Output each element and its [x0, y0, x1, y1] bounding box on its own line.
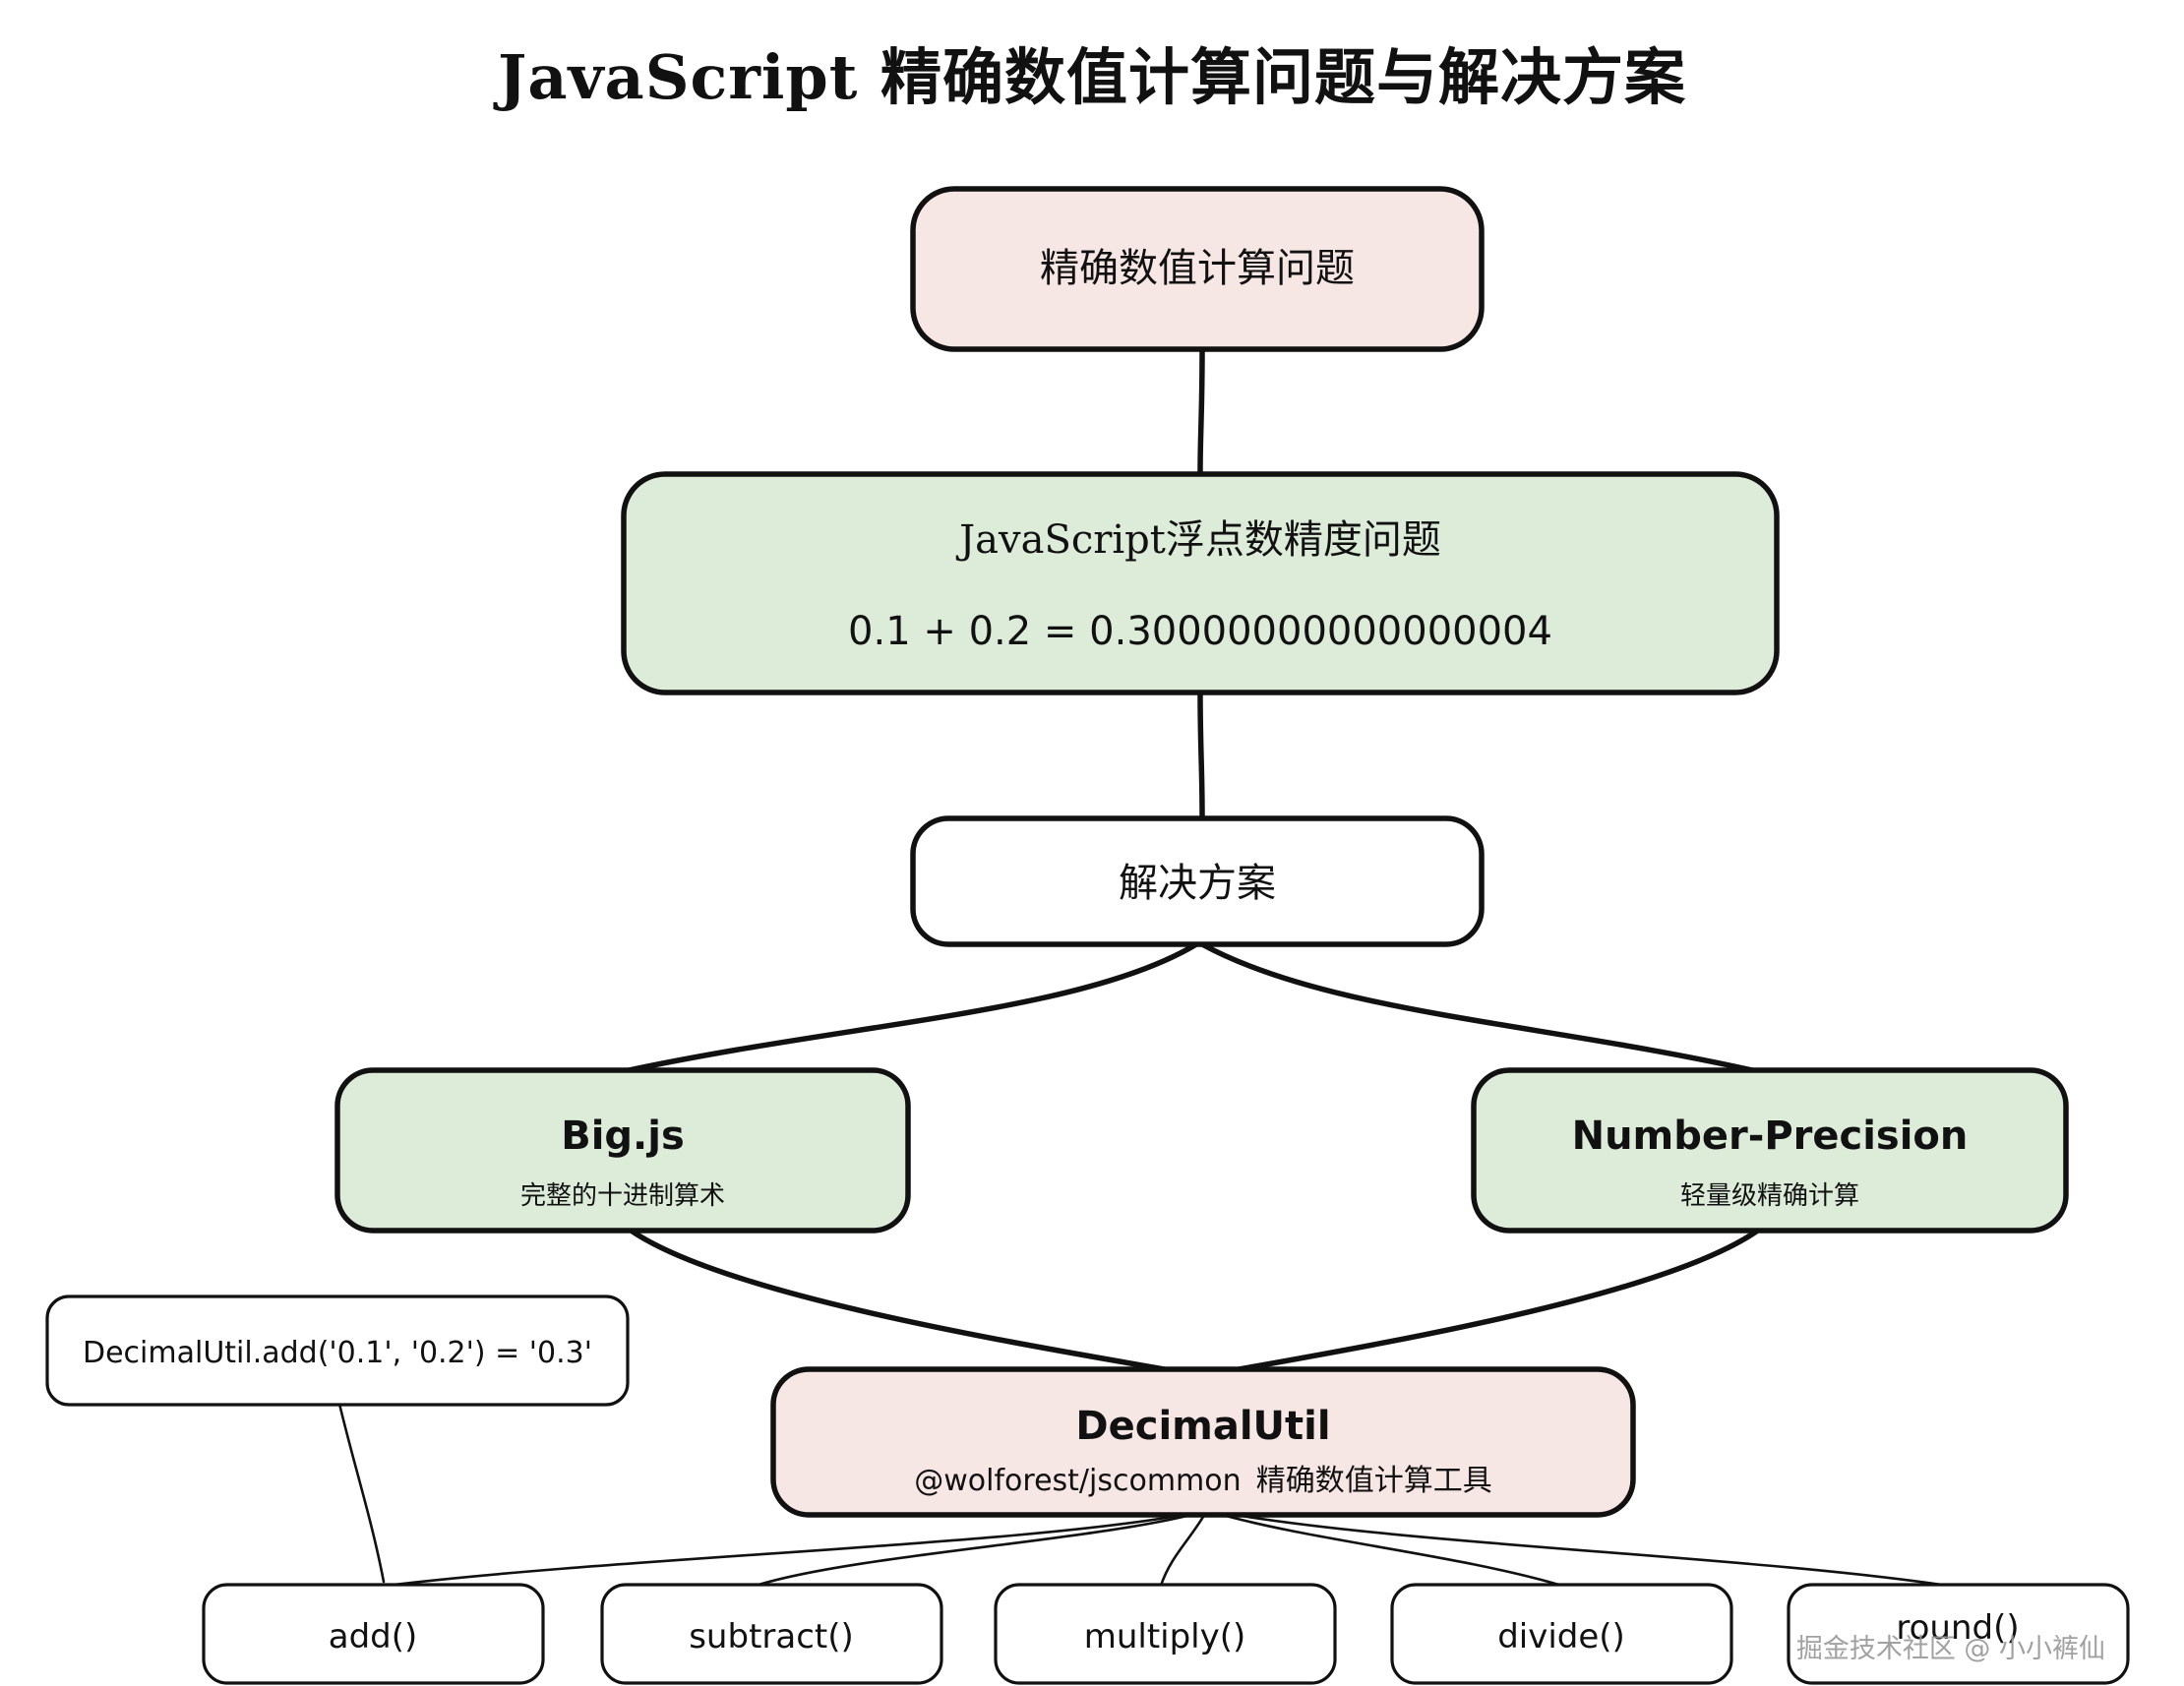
method-box-divide[interactable]: divide() [1390, 1583, 1733, 1685]
node-decimal-util-sublabel: @wolforest/jscommon 精确数值计算工具 [914, 1464, 1492, 1498]
node-number-precision[interactable]: Number-Precision 轻量级精确计算 [1471, 1067, 2069, 1234]
method-label-add: add() [329, 1617, 418, 1656]
edge-decimalutil-to-multiply [1159, 1510, 1208, 1588]
edge-solution-to-bigjs [617, 941, 1199, 1075]
method-box-subtract-rect [600, 1583, 943, 1685]
node-problem[interactable]: 精确数值计算问题 [910, 186, 1485, 352]
node-float-issue-label: JavaScript浮点数精度问题 [955, 517, 1441, 563]
node-decimal-util-sublabel-cn: 精确数值计算工具 [1256, 1464, 1492, 1498]
node-number-precision-sublabel: 轻量级精确计算 [1680, 1181, 1859, 1211]
node-decimal-util-label: DecimalUtil [1075, 1404, 1330, 1449]
method-box-round[interactable]: round() [1787, 1583, 2130, 1685]
edge-solution-to-numberprecision [1199, 941, 1764, 1075]
node-bigjs-sublabel: 完整的十进制算术 [520, 1181, 725, 1211]
method-box-multiply[interactable]: multiply() [994, 1583, 1337, 1685]
method-box-round-rect [1787, 1583, 2130, 1685]
edge-decimalutil-to-round [1216, 1510, 1950, 1588]
page-title: JavaScript 精确数值计算问题与解决方案 [493, 41, 1686, 113]
node-number-precision-box [1471, 1067, 2069, 1234]
node-float-issue[interactable]: JavaScript浮点数精度问题 0.1 + 0.2 = 0.30000000… [621, 471, 1780, 695]
node-solution-box [910, 815, 1485, 947]
edge-float-to-solution [1197, 691, 1205, 819]
node-number-precision-label: Number-Precision [1572, 1114, 1969, 1159]
method-label-divide: divide() [1497, 1617, 1625, 1656]
node-decimal-util-sublabel-en: @wolforest/jscommon [914, 1464, 1241, 1498]
node-solution-label: 解决方案 [1119, 861, 1276, 906]
method-box-add-rect [202, 1583, 545, 1685]
node-example-note[interactable]: DecimalUtil.add('0.1', '0.2') = '0.3' [45, 1295, 630, 1407]
watermark-text: 掘金技术社区 @ 小小裤仙 [1796, 1634, 2105, 1664]
method-box-multiply-rect [994, 1583, 1337, 1685]
edge-decimalutil-to-divide [1210, 1510, 1564, 1588]
method-box-add[interactable]: add() [202, 1583, 545, 1685]
node-bigjs-label: Big.js [561, 1114, 685, 1159]
node-bigjs-box [334, 1067, 911, 1234]
method-box-subtract[interactable]: subtract() [600, 1583, 943, 1685]
node-example-note-box [45, 1295, 630, 1407]
edge-decimalutil-to-add [384, 1510, 1200, 1588]
node-problem-label: 精确数值计算问题 [1040, 246, 1355, 291]
node-float-issue-equation: 0.1 + 0.2 = 0.30000000000000004 [848, 609, 1552, 654]
edge-problem-to-float [1197, 346, 1205, 475]
node-problem-box [910, 186, 1485, 352]
method-label-subtract: subtract() [689, 1617, 854, 1656]
method-label-round: round() [1896, 1608, 2019, 1648]
node-decimal-util[interactable]: DecimalUtil @wolforest/jscommon 精确数值计算工具 [770, 1366, 1636, 1518]
node-solution[interactable]: 解决方案 [910, 815, 1485, 947]
node-bigjs[interactable]: Big.js 完整的十进制算术 [334, 1067, 911, 1234]
edge-numberprecision-to-decimalutil [1203, 1227, 1762, 1378]
method-label-multiply: multiply() [1084, 1617, 1246, 1656]
edge-decimalutil-to-subtract [754, 1510, 1204, 1588]
method-box-divide-rect [1390, 1583, 1733, 1685]
node-float-issue-box [621, 471, 1780, 695]
edge-note-to-add [337, 1402, 386, 1584]
edge-bigjs-to-decimalutil [627, 1227, 1201, 1378]
node-example-note-label: DecimalUtil.add('0.1', '0.2') = '0.3' [83, 1336, 592, 1370]
node-decimal-util-box [770, 1366, 1636, 1518]
